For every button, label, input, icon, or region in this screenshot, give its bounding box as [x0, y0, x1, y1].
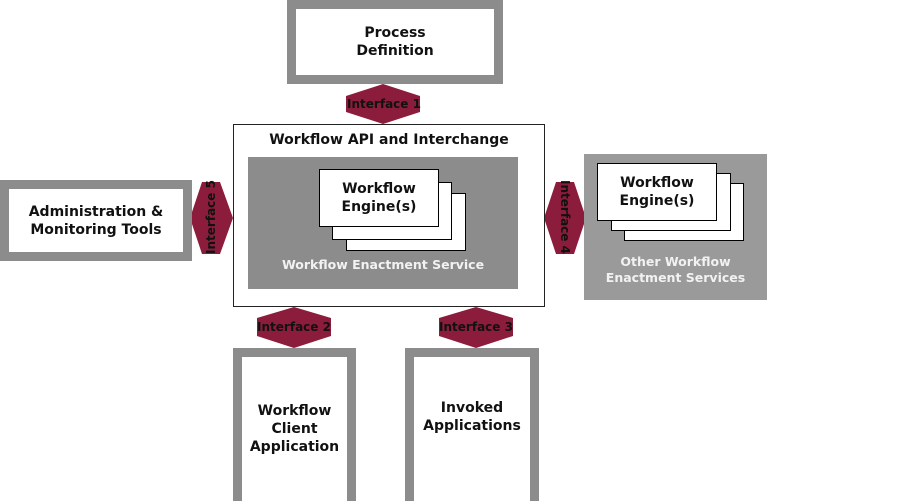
interface-5-arrow — [190, 182, 233, 254]
process-definition-line2: Definition — [356, 43, 434, 59]
enactment-service-panel: Workflow Engine(s) Workflow Enactment Se… — [248, 157, 518, 289]
workflow-api-title: Workflow API and Interchange — [269, 132, 509, 148]
invoked-applications-box: Invoked Applications — [405, 348, 539, 501]
enactment-service-label: Workflow Enactment Service — [281, 257, 485, 272]
interface-3-arrow — [439, 307, 513, 348]
client-app-line2: Client — [271, 421, 318, 437]
other-services-label: Other Workflow Enactment Services — [584, 254, 767, 286]
engine-label-line2: Engine(s) — [341, 199, 417, 215]
engine-card-front: Workflow Engine(s) — [319, 169, 439, 227]
admin-tools-line2: Monitoring Tools — [30, 221, 162, 238]
client-application-box: Workflow Client Application — [233, 348, 356, 501]
admin-tools-line1: Administration & — [28, 203, 164, 220]
interface-4-label: Interface 4 — [558, 180, 572, 254]
interface-2-label: Interface 2 — [257, 320, 331, 334]
admin-tools-box: Administration & Monitoring Tools — [0, 180, 192, 261]
interface-2-arrow — [257, 307, 331, 348]
interface-1-label: Interface 1 — [347, 97, 421, 111]
client-app-line3: Application — [249, 439, 340, 455]
engine-label-line1: Workflow — [342, 181, 416, 197]
interface-4-arrow — [544, 182, 586, 254]
process-definition-line1: Process — [364, 25, 426, 41]
other-engine-line1: Workflow — [620, 175, 694, 191]
invoked-apps-line2: Applications — [423, 418, 521, 434]
other-services-line1: Other Workflow — [620, 254, 731, 269]
other-services-panel: Workflow Engine(s) Other Workflow Enactm… — [584, 154, 767, 300]
other-engine-card-front: Workflow Engine(s) — [597, 163, 717, 221]
interface-3-label: Interface 3 — [439, 320, 513, 334]
interface-1-arrow — [346, 84, 420, 124]
interface-5-label: Interface 5 — [204, 180, 218, 254]
process-definition-box: Process Definition — [287, 0, 503, 84]
client-app-line1: Workflow — [257, 403, 332, 419]
workflow-api-box: Workflow API and Interchange Workflow En… — [233, 124, 545, 307]
invoked-apps-line1: Invoked — [440, 400, 504, 416]
other-services-line2: Enactment Services — [605, 270, 746, 285]
other-engine-line2: Engine(s) — [619, 193, 695, 209]
